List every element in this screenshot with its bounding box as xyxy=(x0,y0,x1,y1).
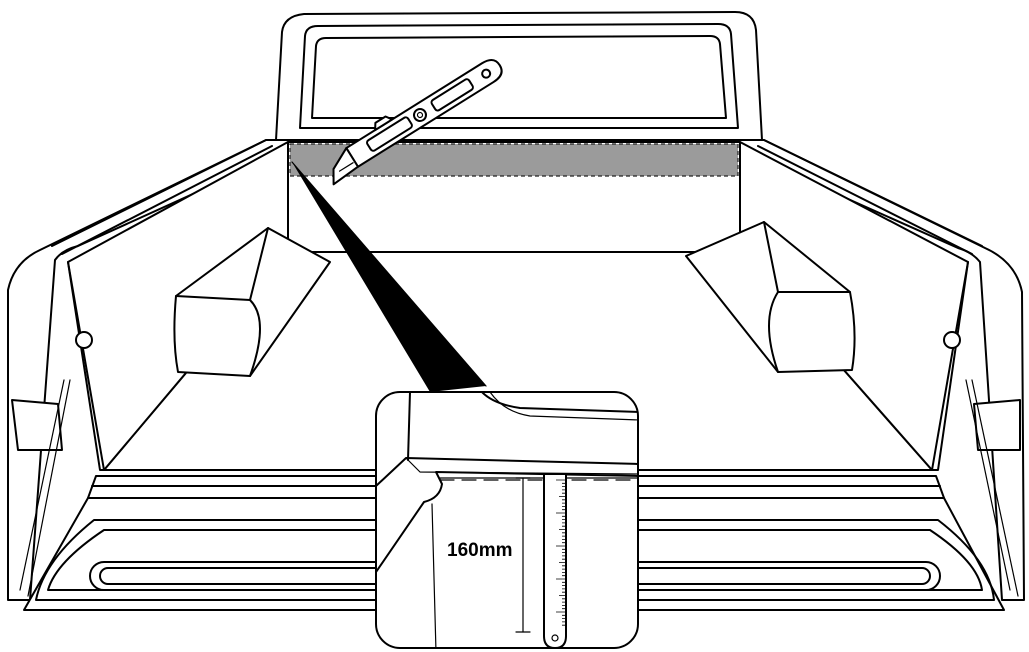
detail-callout: 160mm xyxy=(375,391,639,649)
utility-knife-icon xyxy=(332,59,503,186)
left-side-details xyxy=(11,331,93,597)
left-wheel-well xyxy=(173,227,331,377)
zoom-pointer xyxy=(292,162,486,392)
bed-outer-body xyxy=(7,139,1025,601)
right-side-details xyxy=(943,331,1021,597)
right-wheel-well xyxy=(685,221,856,373)
measurement-dimension xyxy=(515,477,531,633)
measurement-label: 160mm xyxy=(447,540,513,561)
ruler-icon xyxy=(543,473,567,648)
cab-rear-window xyxy=(275,11,763,141)
